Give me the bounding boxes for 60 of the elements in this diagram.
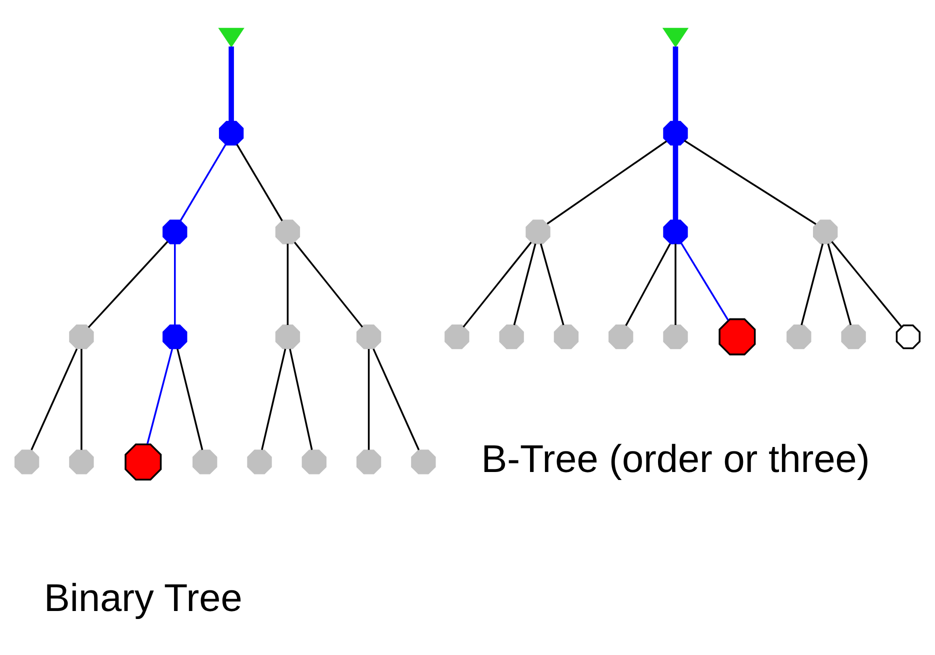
connector (540, 243, 564, 325)
node-octagon (162, 219, 188, 244)
connector (30, 348, 78, 450)
node-octagon (499, 324, 524, 349)
node-octagon (218, 120, 244, 146)
node-octagon (554, 324, 579, 349)
node-octagon (356, 449, 382, 474)
node-octagon (124, 442, 162, 480)
node-octagon (718, 318, 756, 355)
node-triangle (218, 27, 244, 48)
connector (680, 242, 729, 320)
node-octagon (192, 449, 218, 474)
connector (228, 46, 234, 122)
label: B-Tree (order or three) (481, 437, 870, 480)
connector (372, 348, 420, 450)
connector (625, 242, 671, 326)
connector (800, 243, 824, 325)
node-octagon (275, 324, 300, 349)
connector (80, 348, 82, 450)
node-octagon (69, 324, 94, 349)
node-octagon (162, 324, 188, 349)
label: Binary Tree (44, 576, 242, 620)
node-octagon (69, 449, 94, 474)
node-octagon (608, 324, 634, 349)
connector (684, 139, 816, 224)
connector (513, 243, 536, 325)
connector (88, 240, 168, 328)
connector (176, 348, 204, 450)
node-octagon (841, 324, 866, 349)
connector (294, 241, 364, 328)
node-octagon (663, 120, 688, 146)
connector (462, 241, 532, 328)
connector (546, 140, 667, 224)
connector (672, 144, 678, 220)
connector (831, 240, 902, 327)
node-triangle (662, 27, 689, 48)
node-octagon (302, 449, 326, 474)
connector (368, 348, 370, 450)
connector (174, 243, 176, 324)
node-octagon (896, 324, 921, 349)
node-octagon (663, 324, 688, 349)
node-octagon (813, 219, 838, 244)
node-octagon (786, 324, 812, 349)
connector (289, 348, 313, 450)
connector (236, 144, 283, 221)
node-octagon (411, 449, 436, 474)
node-octagon (14, 449, 40, 474)
node-octagon (663, 219, 688, 244)
connector (827, 243, 852, 325)
connector (261, 348, 286, 450)
node-octagon (444, 324, 470, 349)
connector (286, 243, 289, 324)
node-octagon (356, 324, 382, 349)
connector (180, 144, 226, 221)
connector (672, 46, 678, 122)
node-octagon (247, 449, 272, 474)
node-octagon (526, 219, 550, 244)
connector (674, 243, 676, 324)
node-octagon (275, 219, 300, 244)
connector (146, 348, 174, 444)
